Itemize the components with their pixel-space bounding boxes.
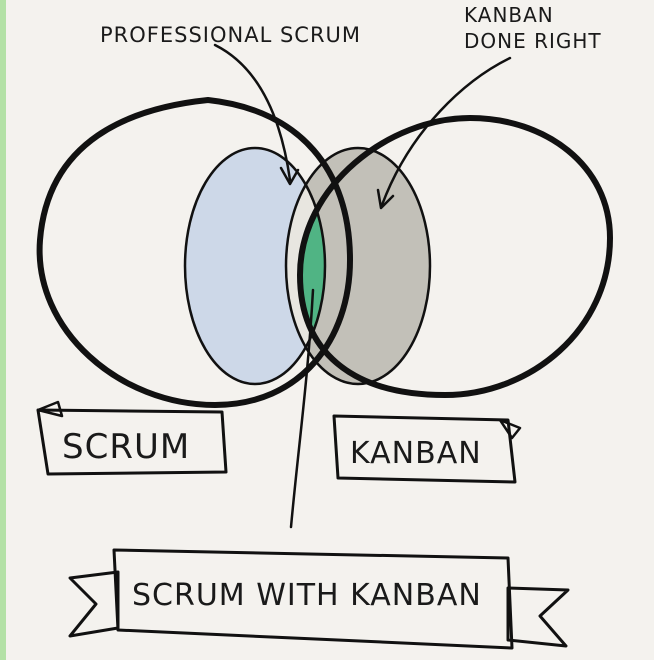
kanban-done-right-outline (284, 146, 432, 386)
kanban-outer-circle (297, 115, 613, 398)
kanban-sign: KANBAN (332, 414, 522, 484)
banner-text: SCRUM WITH KANBAN (132, 578, 482, 613)
scrum-sign: SCRUM (36, 400, 228, 476)
kanban-done-right-label-line2: DONE RIGHT (464, 29, 602, 53)
banner-main (112, 548, 514, 650)
scrum-with-kanban-banner: SCRUM WITH KANBAN (68, 548, 570, 650)
professional-scrum-arrowhead (279, 166, 300, 186)
overlap-pointer-line (289, 288, 315, 529)
kanban-done-right-arrow (380, 56, 512, 207)
kanban-sign-text: KANBAN (350, 436, 482, 471)
kanban-done-right-arrowhead (376, 188, 395, 210)
left-edge-accent (0, 0, 6, 660)
kanban-done-right-circle (286, 148, 430, 384)
professional-scrum-arrow (213, 43, 292, 182)
scrum-sign-text: SCRUM (62, 427, 190, 467)
professional-scrum-outline (183, 146, 327, 386)
professional-scrum-label: PROFESSIONAL SCRUM (100, 23, 361, 47)
professional-scrum-circle (185, 148, 325, 384)
kanban-done-right-label-line1: KANBAN (464, 3, 554, 27)
banner-right-tail (506, 586, 570, 648)
